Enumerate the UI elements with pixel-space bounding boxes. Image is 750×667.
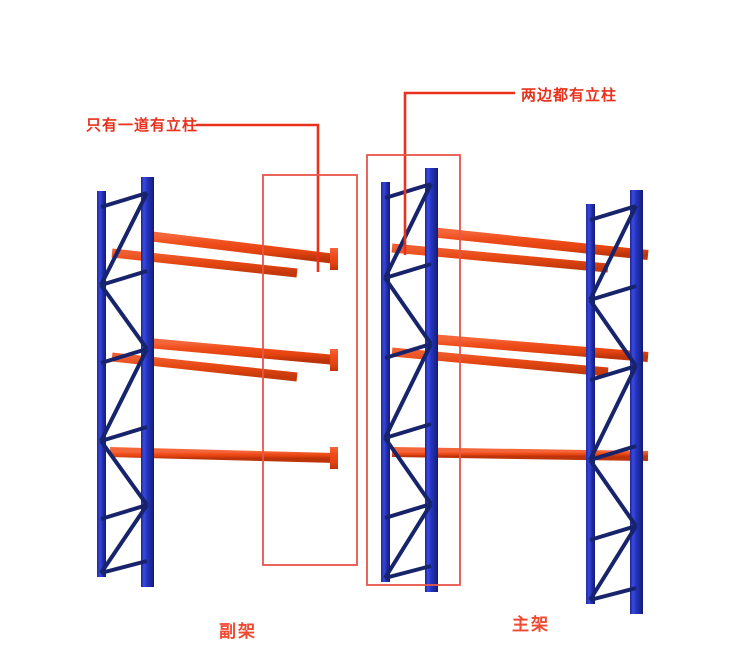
main-frame-upright-ladder-far [584,188,645,616]
left-callout-box [262,174,358,566]
main-frame-beam-level-1 [429,227,649,260]
right-callout-box [366,154,461,586]
annotation-label-only-one-upright: 只有一道有立柱 [86,116,199,134]
sub-frame-upright-ladder [95,175,156,589]
caption-main-frame: 主架 [512,615,550,635]
annotation-layer [196,91,515,586]
annotation-label-both-sides-uprights: 两边都有立柱 [521,86,618,104]
rack-main-frame [379,166,649,616]
sub-frame-beam-level-1 [147,231,338,270]
main-frame-upright-ladder-near [379,166,440,594]
rack-sub-frame [95,175,338,589]
right-callout-leader-line [403,91,515,255]
caption-sub-frame: 副架 [219,622,257,642]
left-callout-leader-line [196,123,320,272]
sub-frame-beam-level-2 [147,338,338,371]
main-frame-beam-level-2 [429,334,649,362]
